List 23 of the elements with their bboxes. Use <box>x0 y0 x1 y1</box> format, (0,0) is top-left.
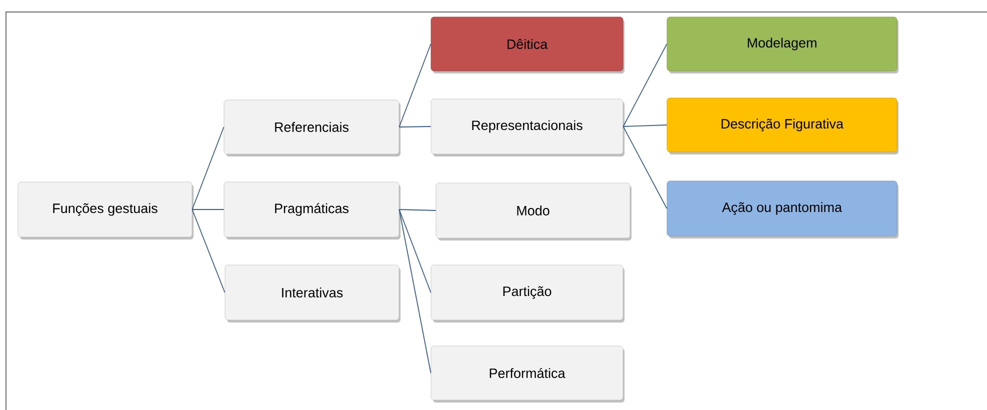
box: Dêitica <box>430 16 624 74</box>
connector <box>192 209 224 210</box>
connector <box>192 126 224 210</box>
box: Partição <box>430 264 624 322</box>
box: Ação ou pantomima <box>666 180 899 238</box>
box: Interativas <box>224 264 400 322</box>
box: Descrição Figurativa <box>666 98 899 154</box>
connector <box>398 209 436 211</box>
box: Funções gestuais <box>18 182 194 240</box>
box: Representacionais <box>430 98 624 156</box>
box: Performática <box>430 346 624 402</box>
connector <box>398 44 432 128</box>
box: Modo <box>436 182 632 240</box>
connector <box>398 209 432 374</box>
connector <box>622 126 668 209</box>
connector <box>622 124 668 127</box>
box: Referenciais <box>224 100 400 156</box>
connector <box>398 209 432 293</box>
box: Modelagem <box>666 16 899 74</box>
box: Pragmáticas <box>224 182 400 240</box>
connector <box>192 209 226 293</box>
connector <box>622 44 668 127</box>
connector <box>398 126 432 128</box>
